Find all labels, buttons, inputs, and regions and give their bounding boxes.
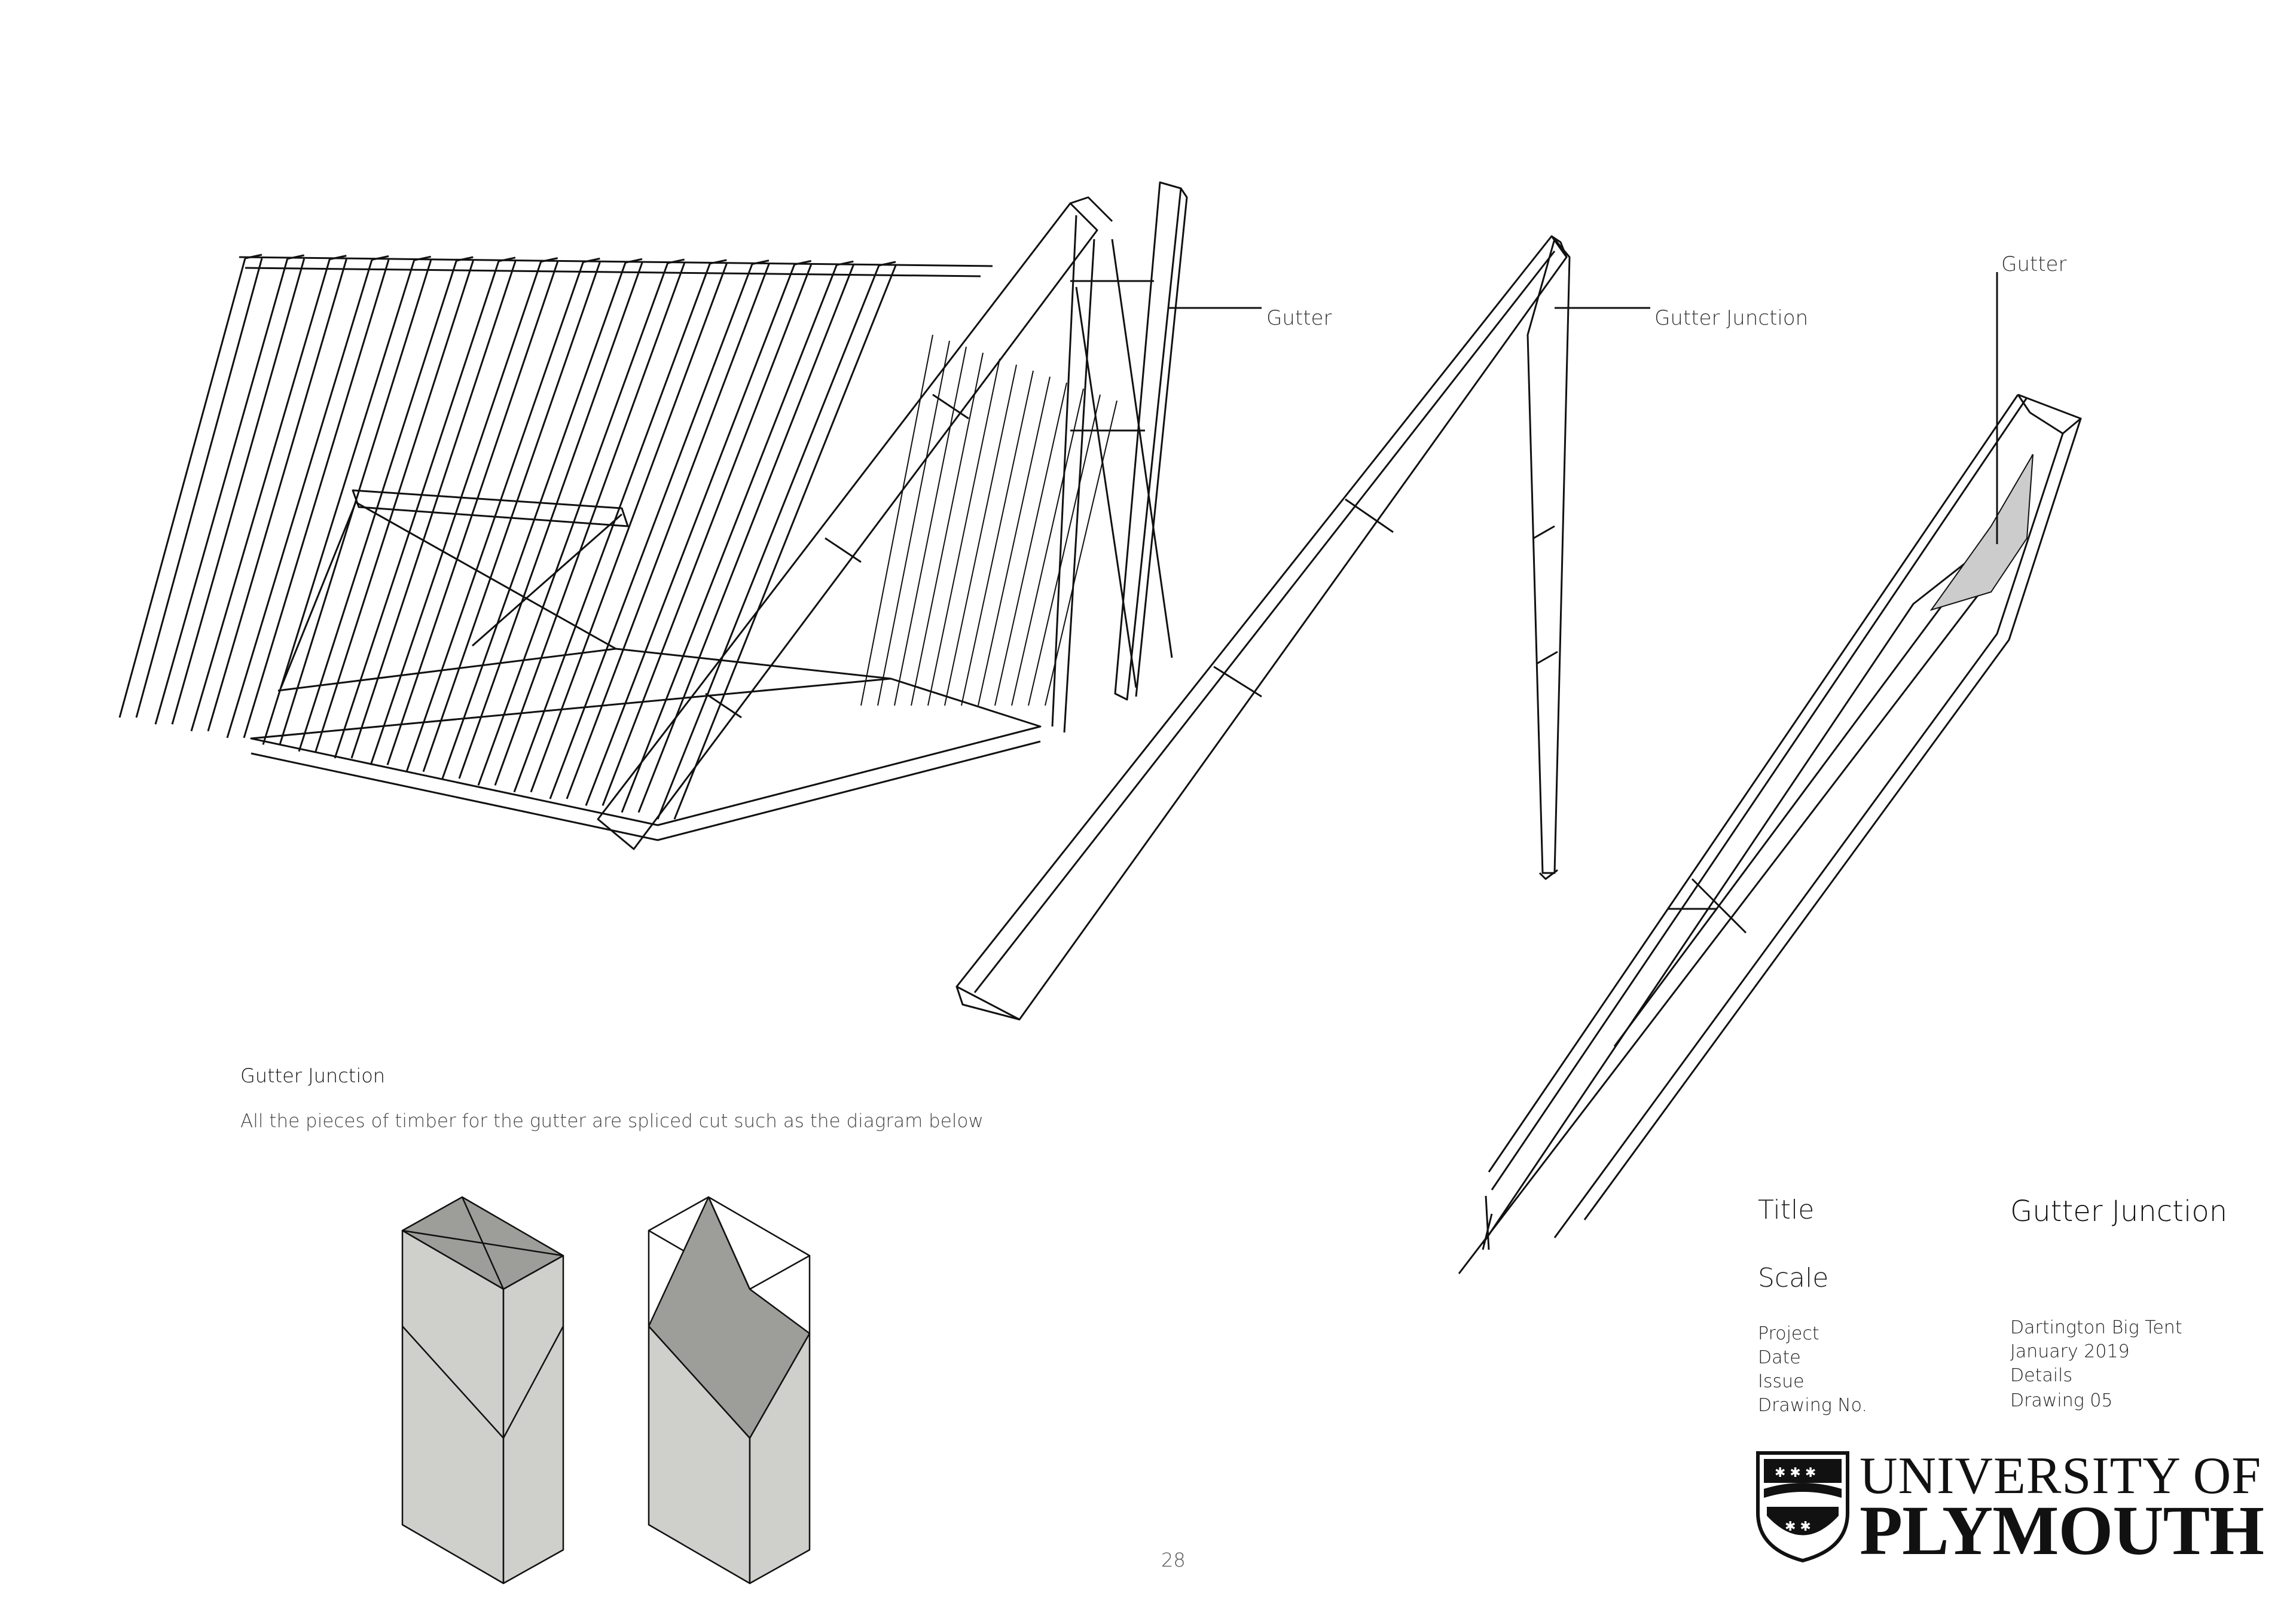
callout-gutter-right: Gutter [2001, 252, 2067, 276]
logo-line-1: UNIVERSITY OF [1860, 1447, 2262, 1505]
issue-label: Issue [1758, 1371, 1805, 1392]
title-label: Title [1758, 1195, 1815, 1225]
splice-block-solid [401, 1196, 564, 1585]
callout-gutter-left: Gutter [1266, 306, 1332, 330]
svg-text:✱ ✱ ✱: ✱ ✱ ✱ [1775, 1466, 1816, 1480]
splice-block-cut [648, 1196, 811, 1585]
gutter-groove-shading [1929, 454, 2034, 611]
svg-text:✱ ✱: ✱ ✱ [1785, 1519, 1811, 1534]
logo-line-2: PLYMOUTH [1860, 1491, 2264, 1570]
section-heading: Gutter Junction [240, 1064, 386, 1087]
project-value: Dartington Big Tent [2010, 1317, 2182, 1338]
scale-label: Scale [1758, 1263, 1829, 1293]
gutter-junction-drawing [955, 235, 1571, 1021]
gutter-detail-drawing [1458, 393, 2082, 1274]
university-crest-logo: ✱ ✱ ✱ ✱ ✱ [1756, 1451, 1849, 1563]
gable-slats [860, 334, 1118, 706]
roof-slats [118, 254, 897, 820]
date-value: January 2019 [2010, 1341, 2130, 1362]
title-value: Gutter Junction [2010, 1195, 2228, 1228]
date-label: Date [1758, 1347, 1801, 1368]
issue-value: Details [2010, 1365, 2073, 1386]
drawing-no-label: Drawing No. [1758, 1395, 1868, 1416]
callout-gutter-junction: Gutter Junction [1654, 306, 1809, 330]
section-caption: All the pieces of timber for the gutter … [240, 1110, 984, 1132]
drawing-no-value: Drawing 05 [2010, 1390, 2113, 1411]
page-number: 28 [1161, 1549, 1186, 1571]
leader-lines [1169, 272, 1998, 544]
project-label: Project [1758, 1323, 1819, 1344]
